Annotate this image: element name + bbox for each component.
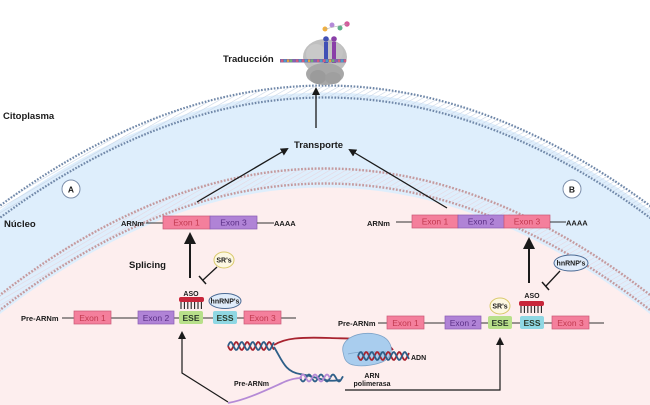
panel-a-badge: A bbox=[61, 179, 81, 199]
codon bbox=[341, 59, 344, 63]
label-transporte: Transporte bbox=[294, 140, 343, 151]
codon bbox=[311, 59, 314, 63]
exon-3-label: Exon 3 bbox=[220, 218, 247, 228]
pre-mrna-label: Pre-ARNm bbox=[338, 319, 376, 328]
exon-2-label: Exon 2 bbox=[143, 313, 170, 323]
sr-proteins-a: SR's bbox=[213, 251, 235, 269]
polya-tail: AAAA bbox=[566, 219, 588, 228]
aso-b: ASO bbox=[519, 293, 544, 313]
sr-proteins-b: SR's bbox=[489, 297, 511, 315]
rna-polymerase-icon bbox=[342, 332, 410, 367]
exon-1-label: Exon 1 bbox=[422, 217, 449, 227]
mrna-strand-translation bbox=[280, 59, 347, 63]
cell-membrane bbox=[0, 84, 650, 220]
codon bbox=[281, 59, 284, 63]
panel-b-pre-mrna: Pre-ARNm Exon 1 Exon 2 ESE ESS Exon 3 bbox=[338, 315, 604, 330]
codon bbox=[344, 59, 347, 63]
ess-label: ESS bbox=[216, 313, 233, 323]
inhibition-hnrnp-b bbox=[545, 270, 561, 287]
codon bbox=[326, 59, 329, 63]
codon bbox=[284, 59, 287, 63]
ese-label: ESE bbox=[182, 313, 199, 323]
codon bbox=[293, 59, 296, 63]
svg-text:ASO: ASO bbox=[524, 293, 540, 300]
codon bbox=[317, 59, 320, 63]
svg-text:B: B bbox=[569, 185, 575, 195]
exon-1-label: Exon 1 bbox=[392, 318, 419, 328]
ribosome-icon bbox=[303, 21, 350, 85]
codon bbox=[323, 59, 326, 63]
nucleus-region bbox=[0, 187, 650, 405]
svg-text:A: A bbox=[68, 185, 74, 195]
panel-a-pre-mrna: Pre-ARNm Exon 1 Exon 2 ESE ESS Exon 3 bbox=[21, 310, 296, 325]
svg-text:hnRNP's: hnRNP's bbox=[557, 261, 586, 268]
mrna-label: ARNm bbox=[367, 219, 390, 228]
exon-3-label: Exon 3 bbox=[249, 313, 276, 323]
pre-mrna-label: Pre-ARNm bbox=[21, 314, 59, 323]
arrow-transcription-to-a bbox=[178, 331, 229, 403]
svg-text:hnRNP's: hnRNP's bbox=[211, 299, 240, 306]
exon-1-label: Exon 1 bbox=[79, 313, 106, 323]
pre-mrna-transcript-label: Pre-ARNm bbox=[234, 381, 269, 388]
codon bbox=[320, 59, 323, 63]
label-citoplasma: Citoplasma bbox=[3, 111, 55, 122]
codon bbox=[335, 59, 338, 63]
label-adn: ADN bbox=[411, 355, 426, 362]
codon bbox=[332, 59, 335, 63]
arrow-transcription-to-b bbox=[345, 337, 504, 391]
inhibition-sr-a bbox=[202, 266, 218, 281]
hnrnp-a: hnRNP's bbox=[208, 293, 242, 309]
svg-text:ASO: ASO bbox=[183, 291, 199, 298]
codon bbox=[290, 59, 293, 63]
codon bbox=[305, 59, 308, 63]
codon bbox=[302, 59, 305, 63]
exon-3-label: Exon 3 bbox=[514, 217, 541, 227]
panel-b-badge: B bbox=[562, 179, 582, 199]
polya-tail: AAAA bbox=[274, 219, 296, 228]
label-traduccion: Traducción bbox=[223, 54, 274, 65]
codon bbox=[296, 59, 299, 63]
ese-label: ESE bbox=[491, 318, 508, 328]
exon-2-label: Exon 2 bbox=[468, 217, 495, 227]
panel-a-mrna: ARNm Exon 1 Exon 3 AAAA bbox=[121, 215, 296, 230]
aso-a: ASO bbox=[179, 291, 204, 309]
label-arn-polimerasa-1: ARN bbox=[364, 373, 379, 380]
arrow-a-to-transport bbox=[196, 147, 289, 203]
ess-label: ESS bbox=[523, 318, 540, 328]
exon-1-label: Exon 1 bbox=[173, 218, 200, 228]
codon bbox=[329, 59, 332, 63]
codon bbox=[287, 59, 290, 63]
svg-text:SR's: SR's bbox=[216, 258, 231, 265]
codon bbox=[308, 59, 311, 63]
svg-text:SR's: SR's bbox=[492, 304, 507, 311]
exon-2-label: Exon 2 bbox=[450, 318, 477, 328]
label-splicing: Splicing bbox=[129, 260, 166, 271]
exon-3-label: Exon 3 bbox=[557, 318, 584, 328]
arrow-b-to-transport bbox=[348, 148, 448, 209]
mrna-label: ARNm bbox=[121, 219, 144, 228]
panel-b-mrna: ARNm Exon 1 Exon 2 Exon 3 AAAA bbox=[367, 214, 588, 229]
codon bbox=[338, 59, 341, 63]
label-arn-polimerasa-2: polimerasa bbox=[354, 381, 391, 388]
label-nucleo: Núcleo bbox=[4, 219, 36, 230]
hnrnp-b: hnRNP's bbox=[553, 254, 589, 272]
codon bbox=[299, 59, 302, 63]
codon bbox=[314, 59, 317, 63]
